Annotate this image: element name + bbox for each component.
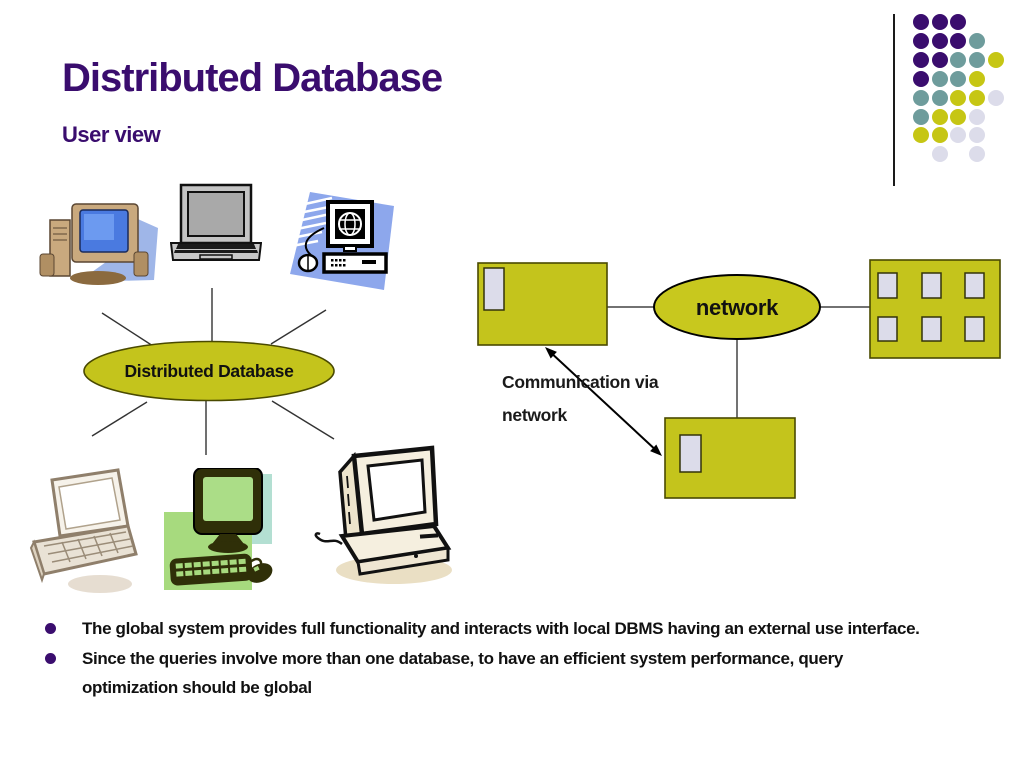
decor-dot [969, 108, 986, 125]
page-subtitle: User view [62, 122, 161, 147]
server-box-1-slot [483, 267, 505, 311]
decor-dot [931, 89, 948, 106]
spoke-line [101, 312, 154, 347]
internet-computer-icon [290, 192, 394, 290]
bullet-list: The global system provides full function… [40, 614, 928, 703]
spoke-line [270, 309, 327, 345]
corner-dot-pattern [880, 8, 1020, 198]
bullet-text: The global system provides full function… [82, 619, 920, 638]
decor-dot [931, 14, 948, 30]
decor-dot [950, 14, 967, 30]
decor-dot [931, 127, 948, 144]
decor-dot [969, 51, 986, 68]
communication-arrow [545, 347, 662, 456]
laptop-icon [170, 183, 262, 261]
decor-dot [969, 127, 986, 144]
bullet-icon [45, 623, 56, 634]
decor-dot [913, 89, 929, 106]
spoke-line [271, 400, 335, 440]
server-box-2-slot [679, 434, 702, 473]
decor-dot [950, 89, 967, 106]
list-item: Since the queries involve more than one … [40, 644, 928, 702]
bullet-text: Since the queries involve more than one … [82, 649, 843, 697]
decor-vertical-line [893, 14, 895, 186]
decor-dot [913, 14, 929, 30]
desktop-computer-icon [39, 203, 158, 285]
decor-dot [950, 127, 967, 144]
decor-dot [969, 146, 986, 163]
hub-label: Distributed Database [124, 361, 294, 381]
green-computer-icon [164, 468, 273, 590]
hub-diagram: Distributed Database [83, 288, 335, 455]
list-item: The global system provides full function… [40, 614, 928, 643]
distributed-database-ellipse [83, 340, 335, 402]
decor-dot [913, 108, 929, 125]
decor-dot [913, 70, 929, 87]
decor-dot [931, 108, 948, 125]
sketch-laptop-icon [29, 468, 138, 593]
decor-dot [950, 70, 967, 87]
decor-dot [913, 51, 929, 68]
decor-dot [931, 70, 948, 87]
sketch-desktop-icon [314, 445, 452, 584]
network-label: network [696, 295, 779, 320]
network-ellipse [653, 274, 821, 340]
decor-dot [931, 146, 948, 163]
decor-dot [931, 51, 948, 68]
decor-dot [950, 108, 967, 125]
decor-dot [950, 32, 967, 49]
decor-dot [950, 51, 967, 68]
decor-dot [969, 70, 986, 87]
communication-annotation: Communication via network [502, 372, 659, 425]
decor-dot [913, 32, 929, 49]
network-diagram: network [477, 259, 1001, 499]
decor-dot [931, 32, 948, 49]
spoke-line [91, 401, 148, 437]
decor-dot [987, 51, 1004, 68]
bullet-icon [45, 653, 56, 664]
decor-dot [913, 127, 929, 144]
decor-dot [969, 32, 986, 49]
decor-dot [987, 89, 1004, 106]
decor-dot [969, 89, 986, 106]
page-title: Distributed Database [62, 56, 443, 100]
server-rack-slots [877, 272, 985, 342]
